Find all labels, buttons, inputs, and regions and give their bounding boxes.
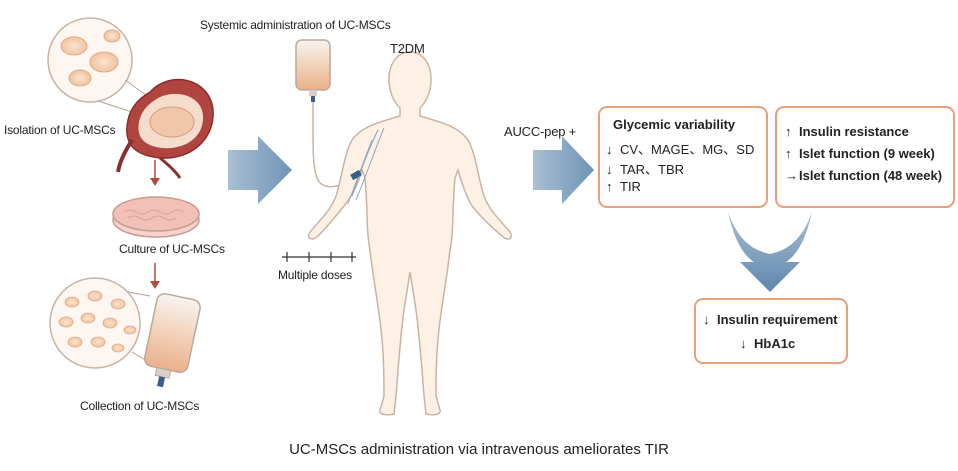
collection-label: Collection of UC-MSCs	[80, 399, 200, 413]
isolation-icon	[47, 17, 214, 179]
isolation-label: Isolation of UC-MSCs	[4, 123, 116, 137]
arrow-icon: ↑	[606, 179, 613, 194]
insulin-islet-box: ↑Insulin resistance ↑Islet function (9 w…	[775, 106, 955, 208]
dose-timeline-icon	[282, 252, 356, 262]
figure-caption: UC-MSCs administration via intravenous a…	[289, 441, 669, 458]
box-row: ↓HbA1c	[740, 336, 796, 351]
box-row: ↓Insulin requirement	[703, 312, 838, 327]
arrow-icon: ↓	[606, 142, 613, 157]
box-row: →Islet function (48 week)	[785, 168, 943, 183]
arrow-icon: ↑	[785, 124, 792, 139]
insulin-requirement-box: ↓Insulin requirement ↓HbA1c	[694, 298, 848, 364]
arrow-icon: ↑	[785, 146, 792, 161]
flow-arrow-icon	[533, 136, 594, 204]
box-row: ↑Insulin resistance	[785, 124, 909, 139]
box-row: ↓CV、MAGE、MG、SD	[606, 142, 755, 157]
arrow-icon: ↓	[606, 162, 613, 177]
multiple-doses-label: Multiple doses	[278, 268, 352, 282]
glycemic-variability-box: Glycemic variability ↓CV、MAGE、MG、SD ↓TAR…	[598, 106, 768, 208]
small-down-arrow-icon	[150, 263, 160, 289]
arrow-icon: ↓	[740, 336, 747, 351]
box-row: ↑TIR	[606, 179, 641, 194]
arrow-icon: ↓	[703, 312, 710, 327]
culture-label: Culture of UC-MSCs	[119, 242, 225, 256]
petri-dish-icon	[112, 196, 200, 238]
box-title: Glycemic variability	[613, 117, 736, 132]
small-down-arrow-icon	[150, 160, 160, 186]
box-row: ↑Islet function (9 week)	[785, 146, 935, 161]
systemic-administration-label: Systemic administration of UC-MSCs	[200, 18, 391, 32]
collection-icon	[49, 277, 201, 388]
aucc-pep-label: AUCC-pep +	[504, 124, 577, 139]
t2dm-label: T2DM	[390, 41, 425, 56]
flow-arrow-icon	[228, 136, 292, 204]
arrow-icon: →	[785, 168, 798, 183]
box-row: ↓TAR、TBR	[606, 162, 685, 177]
merge-down-arrow-icon	[728, 212, 812, 292]
human-body-icon	[307, 51, 513, 416]
